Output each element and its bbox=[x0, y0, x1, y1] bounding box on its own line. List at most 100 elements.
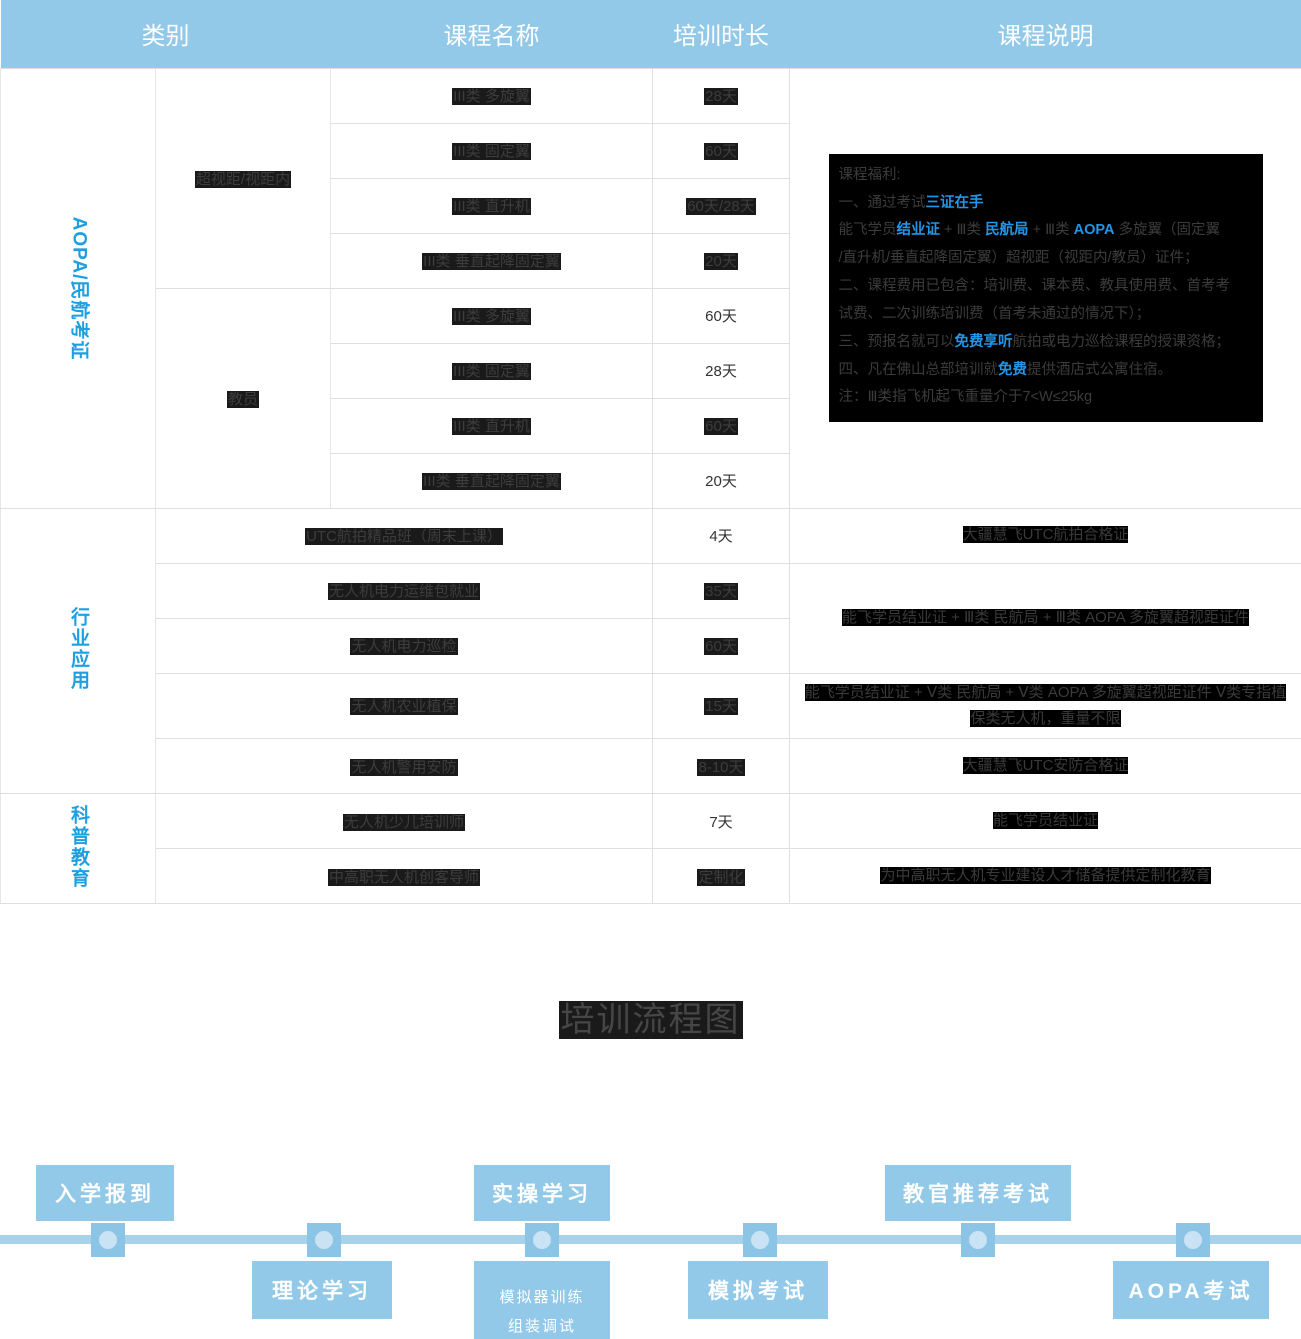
benefit-line-6: 三、预报名就可以免费享听航拍或电力巡检课程的授课资格； bbox=[838, 333, 1231, 350]
benefit-line-8: 注：Ⅲ类指飞机起飞重量介于7<W≤25kg bbox=[838, 389, 1093, 406]
course-description: 能飞学员结业证 bbox=[789, 793, 1301, 849]
description-cell-aopa: 课程福利: 一、通过考试三证在手 能飞学员结业证 + Ⅲ类 民航局 + Ⅲ类 A… bbox=[789, 67, 1301, 509]
header-description: 课程说明 bbox=[789, 0, 1301, 68]
flow-substep-assembly: 组装调试 bbox=[507, 1318, 576, 1336]
timeline-node-3[interactable] bbox=[525, 1223, 559, 1257]
course-table: 类别 课程名称 培训时长 课程说明 AOPA/民航考证 超视距/视距内 III类… bbox=[0, 0, 1301, 904]
course-description: 能飞学员结业证 + Ⅲ类 民航局 + Ⅲ类 AOPA 多旋翼超视距证件 bbox=[789, 562, 1301, 674]
header-duration: 培训时长 bbox=[652, 0, 790, 68]
course-duration: 28天 bbox=[652, 67, 790, 124]
course-duration: 定制化 bbox=[652, 848, 790, 904]
course-duration: 4天 bbox=[652, 507, 790, 564]
timeline-node-dot bbox=[315, 1231, 333, 1249]
benefit-box: 课程福利: 一、通过考试三证在手 能飞学员结业证 + Ⅲ类 民航局 + Ⅲ类 A… bbox=[828, 153, 1263, 423]
course-duration: 28天 bbox=[652, 342, 790, 399]
course-name: III类 垂直起降固定翼 bbox=[330, 452, 653, 509]
benefit-line-1: 一、通过考试三证在手 bbox=[838, 194, 984, 211]
table-row: III类 垂直起降固定翼 20天 bbox=[1, 232, 1301, 289]
table-row: III类 垂直起降固定翼 20天 bbox=[1, 452, 1301, 509]
benefit-line-5: 试费、二次训练培训费（首考未通过的情况下）； bbox=[838, 305, 1151, 322]
category-label-industry: 行业应用 bbox=[67, 606, 89, 691]
flow-step-practice-sublist: 模拟器训练 组装调试 小飞机训练 大飞机训练 bbox=[474, 1261, 610, 1339]
flow-substep-simulator: 模拟器训练 bbox=[499, 1289, 585, 1306]
benefit-line-3: /直升机/垂直起降固定翼）超视距（视距内/教员）证件； bbox=[838, 250, 1199, 267]
header-category: 类别 bbox=[0, 0, 331, 68]
course-duration: 60天 bbox=[652, 617, 790, 674]
table-row: 无人机警用安防 8-10天 大疆慧飞UTC安防合格证 bbox=[1, 738, 1301, 794]
flow-step-instructor-recommend[interactable]: 教官推荐考试 bbox=[885, 1165, 1071, 1221]
course-name: III类 多旋翼 bbox=[330, 287, 653, 344]
category-label-aopa: AOPA/民航考证 bbox=[68, 216, 90, 360]
flow-step-theory[interactable]: 理论学习 bbox=[252, 1261, 392, 1319]
table-row: 教员 III类 多旋翼 60天 bbox=[1, 287, 1301, 509]
timeline-node-1[interactable] bbox=[91, 1223, 125, 1257]
course-name: III类 直升机 bbox=[330, 397, 653, 454]
course-duration: 60天/28天 bbox=[652, 177, 790, 234]
course-duration: 7天 bbox=[652, 793, 790, 849]
course-name: III类 垂直起降固定翼 bbox=[330, 232, 653, 289]
benefit-line-7: 四、凡在佛山总部培训就免费提供酒店式公寓住宿。 bbox=[838, 361, 1173, 378]
course-duration: 15天 bbox=[652, 672, 790, 739]
table-row: 无人机电力巡检 60天 bbox=[1, 617, 1301, 674]
table-row: 中高职无人机创客导师 定制化 为中高职无人机专业建设人才储备提供定制化教育 bbox=[1, 848, 1301, 904]
course-duration: 20天 bbox=[652, 452, 790, 509]
category-cell-aopa: AOPA/民航考证 bbox=[0, 67, 156, 509]
course-duration: 60天 bbox=[652, 122, 790, 179]
timeline-node-5[interactable] bbox=[961, 1223, 995, 1257]
table-row: III类 直升机 60天/28天 bbox=[1, 177, 1301, 234]
benefit-title: 课程福利: bbox=[838, 166, 901, 183]
subgroup-label-instructor: 教员 bbox=[155, 287, 331, 509]
table-header-row: 类别 课程名称 培训时长 课程说明 bbox=[0, 0, 1301, 68]
header-course-name: 课程名称 bbox=[330, 0, 653, 68]
benefit-line-4: 二、课程费用已包含：培训费、课本费、教具使用费、首考考 bbox=[838, 278, 1231, 295]
course-name: III类 固定翼 bbox=[330, 342, 653, 399]
course-name: III类 直升机 bbox=[330, 177, 653, 234]
subgroup-label-bvlos: 超视距/视距内 bbox=[155, 67, 331, 289]
flow-step-enrollment[interactable]: 入学报到 bbox=[36, 1165, 174, 1221]
timeline-node-2[interactable] bbox=[307, 1223, 341, 1257]
course-description: 为中高职无人机专业建设人才储备提供定制化教育 bbox=[789, 848, 1301, 904]
timeline-line bbox=[0, 1235, 1301, 1244]
category-cell-education: 科普教育 bbox=[0, 793, 156, 904]
table-row: III类 固定翼 60天 bbox=[1, 122, 1301, 179]
table-row: 无人机电力运维包就业 35天 能飞学员结业证 + Ⅲ类 民航局 + Ⅲ类 AOP… bbox=[1, 562, 1301, 674]
timeline-node-6[interactable] bbox=[1176, 1223, 1210, 1257]
course-duration: 8-10天 bbox=[652, 738, 790, 794]
course-duration: 60天 bbox=[652, 397, 790, 454]
course-name: 中高职无人机创客导师 bbox=[155, 848, 653, 904]
course-name: III类 多旋翼 bbox=[330, 67, 653, 124]
course-name: 无人机电力运维包就业 bbox=[155, 562, 653, 619]
timeline-node-dot bbox=[751, 1231, 769, 1249]
course-name: 无人机少儿培训师 bbox=[155, 793, 653, 849]
course-name: UTC航拍精品班（周末上课） bbox=[155, 507, 653, 564]
timeline-node-dot bbox=[969, 1231, 987, 1249]
flow-step-practice[interactable]: 实操学习 bbox=[474, 1165, 610, 1221]
course-description: 大疆慧飞UTC航拍合格证 bbox=[789, 507, 1301, 564]
course-name: III类 固定翼 bbox=[330, 122, 653, 179]
flow-diagram-title: 培训流程图 bbox=[558, 1001, 743, 1039]
course-name: 无人机电力巡检 bbox=[155, 617, 653, 674]
table-row: 无人机农业植保 15天 能飞学员结业证 + Ⅴ类 民航局 + Ⅴ类 AOPA 多… bbox=[1, 672, 1301, 739]
course-name: 无人机农业植保 bbox=[155, 672, 653, 739]
course-description: 大疆慧飞UTC安防合格证 bbox=[789, 738, 1301, 794]
table-row: III类 直升机 60天 bbox=[1, 397, 1301, 454]
course-duration: 20天 bbox=[652, 232, 790, 289]
timeline-node-dot bbox=[99, 1231, 117, 1249]
course-name: 无人机警用安防 bbox=[155, 738, 653, 794]
table-row: III类 固定翼 28天 bbox=[1, 342, 1301, 399]
training-flow-timeline: 入学报到 理论学习 实操学习 模拟器训练 组装调试 小飞机训练 大飞机训练 模拟… bbox=[0, 1093, 1301, 1339]
flow-step-mock-exam[interactable]: 模拟考试 bbox=[688, 1261, 828, 1319]
timeline-node-dot bbox=[1184, 1231, 1202, 1249]
benefit-line-2: 能飞学员结业证 + Ⅲ类 民航局 + Ⅲ类 AOPA 多旋翼（固定翼 bbox=[838, 222, 1220, 239]
course-description: 能飞学员结业证 + Ⅴ类 民航局 + Ⅴ类 AOPA 多旋翼超视距证件 Ⅴ类专指… bbox=[789, 672, 1301, 739]
course-duration: 60天 bbox=[652, 287, 790, 344]
timeline-node-4[interactable] bbox=[743, 1223, 777, 1257]
category-label-education: 科普教育 bbox=[67, 804, 89, 889]
course-duration: 35天 bbox=[652, 562, 790, 619]
table-row: 行业应用 UTC航拍精品班（周末上课） 4天 大疆慧飞UTC航拍合格证 bbox=[0, 507, 1301, 794]
table-row: AOPA/民航考证 超视距/视距内 III类 多旋翼 28天 课程福利: 一、通… bbox=[0, 67, 1301, 509]
timeline-node-dot bbox=[533, 1231, 551, 1249]
flow-step-aopa-exam[interactable]: AOPA考试 bbox=[1113, 1261, 1269, 1319]
category-cell-industry: 行业应用 bbox=[0, 507, 156, 794]
table-row: 科普教育 无人机少儿培训师 7天 能飞学员结业证 bbox=[0, 793, 1301, 904]
